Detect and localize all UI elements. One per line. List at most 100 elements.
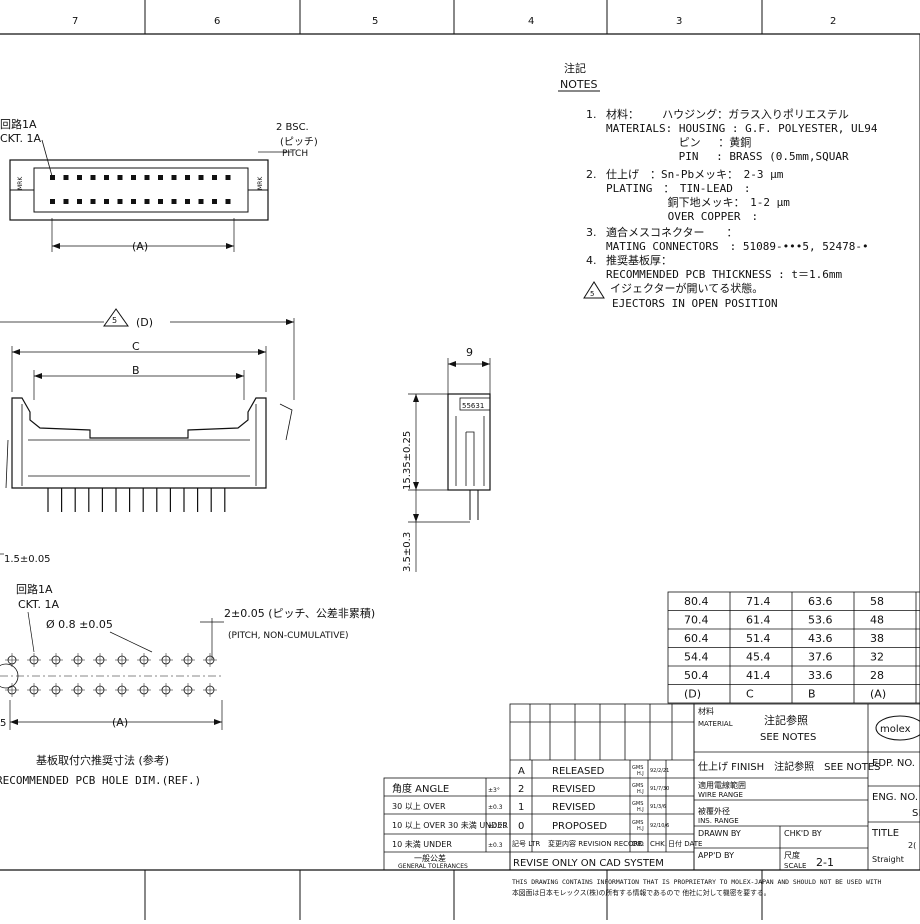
rev-hdr-ltr: 記号 LTR xyxy=(512,839,540,848)
dim-table-cell: (D) xyxy=(684,688,701,701)
top-pin xyxy=(63,175,69,180)
note-line: PIN : BRASS (0.5mm,SQUAR xyxy=(606,150,849,163)
dim-table-cell: 33.6 xyxy=(808,669,833,682)
top-pin xyxy=(131,199,136,204)
tol-value: ±0.25 xyxy=(488,823,507,830)
rev-date: 91/7/30 xyxy=(650,786,669,792)
ejector-note-ref: 5 xyxy=(590,290,594,298)
top-pin xyxy=(144,175,150,180)
rev-description: RELEASED xyxy=(552,766,605,777)
tb-edp: EDP. NO. xyxy=(872,758,915,769)
tolerance-block: 角度 ANGLE±3°30 以上 OVER±0.310 以上 OVER 30 未… xyxy=(383,777,511,871)
tb-appd-by: APP'D BY xyxy=(698,851,734,860)
dim-table-cell: 43.6 xyxy=(808,632,833,645)
tb-eng-val: SD xyxy=(912,808,920,819)
note-number: 2. xyxy=(586,168,597,181)
front-dim-b: B xyxy=(132,364,140,377)
dim-table-cell: 37.6 xyxy=(808,651,833,664)
top-dim-a: (A) xyxy=(132,240,148,253)
side-tail: 3.5±0.3 xyxy=(402,532,413,572)
dim-table-cell: 58 xyxy=(870,595,884,608)
top-pin xyxy=(77,175,82,180)
notes-title-jp: 注記 xyxy=(564,61,586,75)
top-pin xyxy=(212,199,217,204)
top-pin xyxy=(50,199,55,204)
tol-general-en: GENERAL TOLERANCES xyxy=(398,863,468,870)
top-pin xyxy=(185,199,190,204)
ejector-line-jp: イジェクターが開いてる状態。 xyxy=(610,281,763,295)
tb-scale-val: 2-1 xyxy=(816,856,834,869)
top-pin xyxy=(77,199,82,204)
tol-range: 30 以上 OVER xyxy=(392,802,446,811)
top-view: 回路1A CKT. 1A MRK MRK (A) 2 BSC. (ピッチ) PI… xyxy=(0,118,318,253)
dim-table-cell: 54.4 xyxy=(684,651,709,664)
rev-letter: 1 xyxy=(518,802,524,813)
molex-logo xyxy=(875,715,920,741)
rev-letter: 2 xyxy=(518,784,524,795)
rev-checked-by: H.J xyxy=(637,771,644,777)
top-pin xyxy=(131,175,136,180)
top-pitch-jp: (ピッチ) xyxy=(280,136,318,148)
top-circuit-en: CKT. 1A xyxy=(0,132,41,145)
top-pin xyxy=(63,199,69,204)
rev-checked-by: H.J xyxy=(637,807,644,813)
ejector-note: 5 イジェクターが開いてる状態。 EJECTORS IN OPEN POSITI… xyxy=(583,281,778,310)
top-pin xyxy=(225,175,231,180)
note-line: 適合メスコネクター ： xyxy=(606,225,738,239)
dim-table-cell: 61.4 xyxy=(746,614,771,627)
tol-range: 10 未満 UNDER xyxy=(392,839,452,849)
tol-angle-label: 角度 ANGLE xyxy=(392,782,449,795)
pcb-caption-jp: 基板取付穴推奨寸法 (参考) xyxy=(36,753,169,767)
tb-eng: ENG. NO. xyxy=(872,792,918,803)
rev-checked-by: H.J xyxy=(637,789,644,795)
top-pin xyxy=(144,199,150,204)
top-pin xyxy=(117,175,123,180)
tol-value: ±0.3 xyxy=(488,842,503,849)
dim-table-cell: 41.4 xyxy=(746,669,771,682)
cad-note: REVISE ONLY ON CAD SYSTEM xyxy=(513,858,664,869)
tb-material-val-en: SEE NOTES xyxy=(760,732,816,743)
dim-table-cell: 45.4 xyxy=(746,651,771,664)
tb-material-en: MATERIAL xyxy=(698,720,733,728)
dim-table-cell: 38 xyxy=(870,632,884,645)
footer-line-en: THIS DRAWING CONTAINS INFORMATION THAT I… xyxy=(512,878,882,886)
tb-brand: molex xyxy=(880,724,911,735)
tb-ins-jp: 被覆外径 xyxy=(698,806,730,816)
top-pin xyxy=(158,199,163,204)
note-line: MATERIALS: HOUSING : G.F. POLYESTER, UL9… xyxy=(606,122,878,135)
dim-table-cell: 71.4 xyxy=(746,595,771,608)
rev-drawn-by: GMS xyxy=(632,820,643,826)
pcb-hole-grid xyxy=(5,653,217,697)
note-line: ピン ：黄銅 xyxy=(606,135,751,149)
tb-material-jp: 材料 xyxy=(698,706,714,716)
note-line: 銅下地メッキ： 1-2 μm xyxy=(606,195,790,209)
tb-drawn-by: DRAWN BY xyxy=(698,829,741,838)
side-view: 9 55631 15.35±0.25 3.5±0.3 xyxy=(402,346,491,572)
top-pin xyxy=(90,175,96,180)
note-line: 推奨基板厚： xyxy=(606,253,672,267)
tb-title-val-2: Straight xyxy=(872,855,904,864)
top-pin xyxy=(90,199,96,204)
top-pin-grid xyxy=(50,175,231,204)
dim-table-cell: B xyxy=(808,688,816,701)
side-width: 9 xyxy=(466,346,473,359)
footer-line-jp: 本図面は日本モレックス(株)の所有する情報であるので 他社に対して機密を要する。 xyxy=(512,888,770,897)
top-pin xyxy=(50,175,55,180)
dim-table-cell: 60.4 xyxy=(684,632,709,645)
note-line: 仕上げ ：Sn-Pbメッキ： 2-3 μm xyxy=(606,168,784,181)
top-pin xyxy=(198,175,204,180)
dim-table-cell: 80.4 xyxy=(684,595,709,608)
pcb-pitch-jp: 2±0.05 (ピッチ、公差非累積) xyxy=(224,606,375,620)
pcb-hole-dim: Ø 0.8 ±0.05 xyxy=(46,618,113,631)
note-line: RECOMMENDED PCB THICKNESS : t＝1.6mm xyxy=(606,268,843,281)
rev-drawn-by: GMS xyxy=(632,765,643,771)
top-pin xyxy=(198,199,204,204)
tb-finish: 仕上げ FINISH 注記参照 SEE NOTES xyxy=(698,760,880,773)
rev-hdr-chk: CHK. xyxy=(650,840,667,848)
pcb-top-dim: 1.5±0.05 xyxy=(4,554,51,565)
